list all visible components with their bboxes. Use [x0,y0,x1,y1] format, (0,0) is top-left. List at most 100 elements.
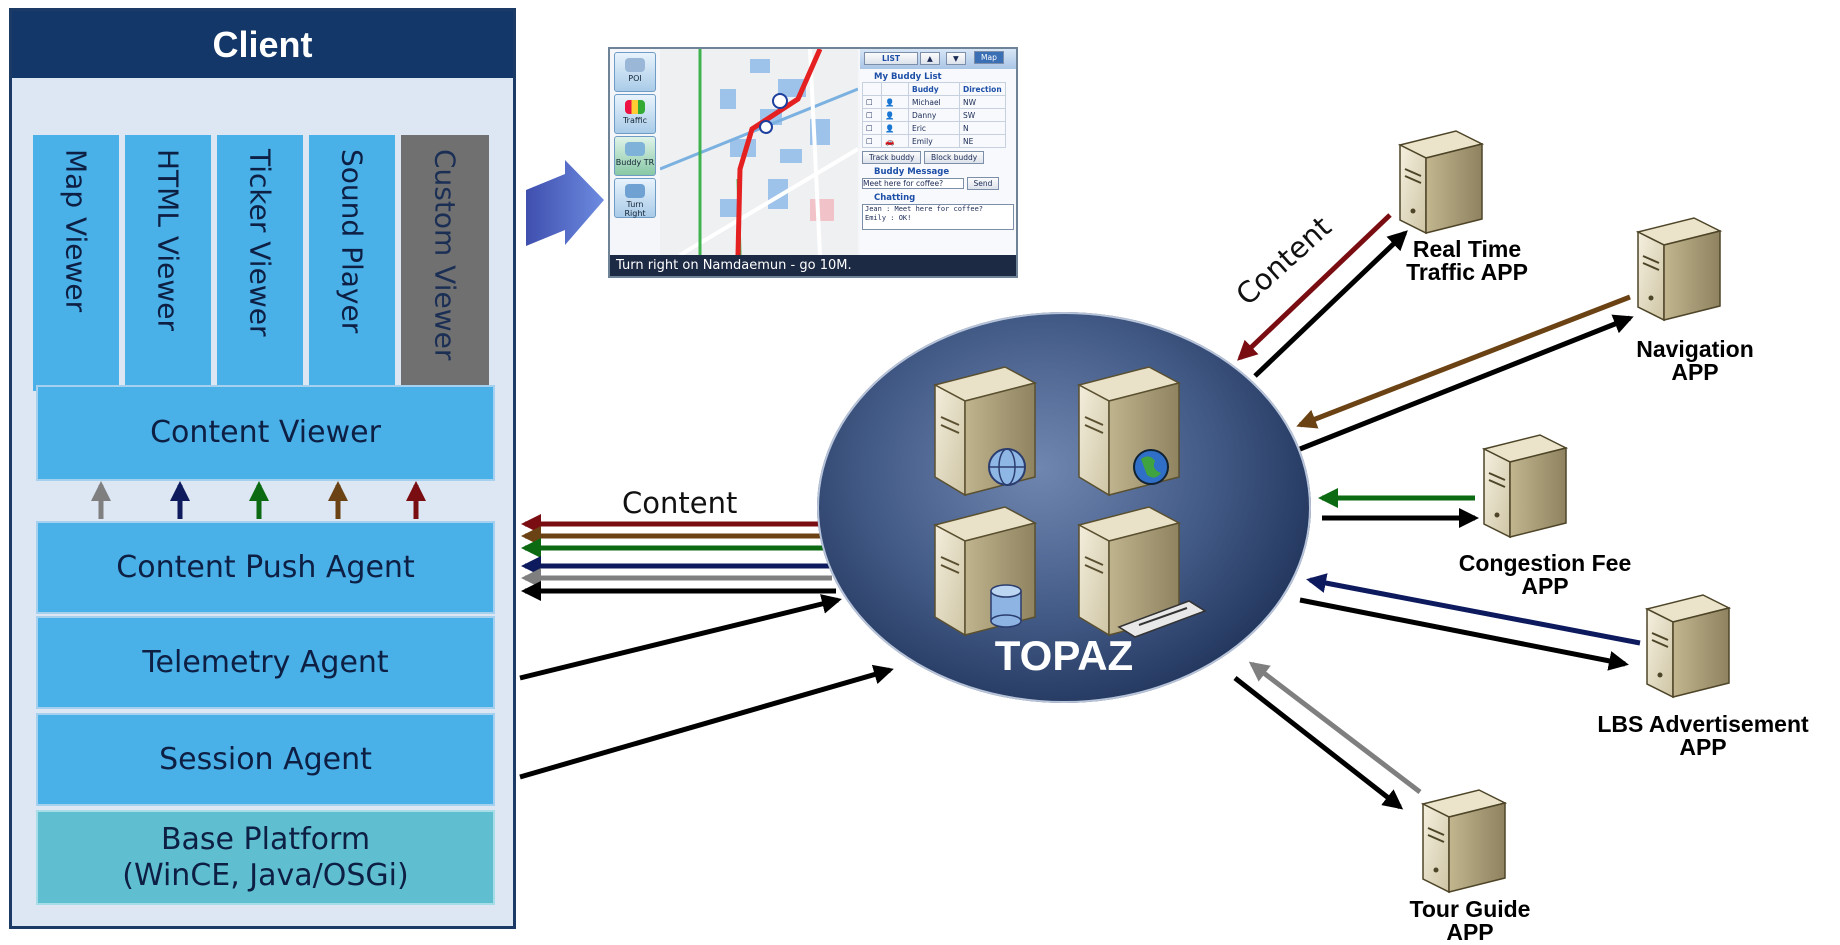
lbs-app-line1: LBS Advertisement [1597,711,1809,737]
list-button[interactable]: LIST [864,52,918,65]
buddy-icon [625,142,645,156]
lbs-app-line2: APP [1679,734,1727,760]
checkbox-icon[interactable]: ☐ [866,136,873,146]
traffic-content-arrow [1237,213,1392,361]
map-graphic [660,49,858,255]
send-button[interactable]: Send [966,177,1000,190]
custom-viewer-label: Custom Viewer [428,149,462,361]
map-view[interactable] [660,49,858,255]
map-viewer-block: Map Viewer [33,135,119,391]
session-arrow [519,664,894,780]
poi-label: POI [628,74,642,83]
turn-right-button[interactable]: Turn Right [614,178,656,218]
sound-player-block: Sound Player [309,135,395,391]
tour-app-line2: APP [1446,919,1494,945]
content-push-agent-label: Content Push Agent [116,550,415,585]
chat-line: Emily : OK! [865,214,912,222]
checkbox-icon[interactable]: ☐ [866,97,873,107]
down-arrow-icon[interactable]: ▼ [946,52,966,65]
client-panel: Client Map Viewer HTML Viewer Ticker Vie… [9,8,516,929]
sound-player-label: Sound Player [335,149,369,334]
base-platform-block: Base Platform (WinCE, Java/OSGi) [36,810,495,905]
buddy-direction: NE [959,134,1006,148]
buddy-message-heading: Buddy Message [874,167,950,177]
session-agent-label: Session Agent [159,742,372,777]
turn-right-label: Turn Right [624,200,646,218]
lbs-app-label: LBS Advertisement APP [1578,713,1828,759]
telemetry-agent-block: Telemetry Agent [36,616,495,709]
traffic-label: Traffic [622,116,648,125]
database-server-icon [932,506,1038,637]
ticker-viewer-label: Ticker Viewer [243,149,277,337]
col-direction: Direction [959,82,1006,96]
congestion-app-line1: Congestion Fee [1458,550,1632,576]
congestion-app-line2: APP [1521,573,1569,599]
topaz-servers-group [932,366,1207,638]
map-button[interactable]: Map [974,51,1004,64]
navigation-app-line1: Navigation [1636,336,1754,362]
navigation-app-label: Navigation APP [1610,338,1780,384]
buddy-name: Eric [908,121,960,135]
telemetry-arrow [519,594,842,681]
device-screenshot: POI Traffic Buddy TR Turn Right [608,47,1018,278]
congestion-app-label: Congestion Fee APP [1445,552,1645,598]
turn-right-icon [625,184,645,198]
my-buddy-list-heading: My Buddy List [874,72,942,82]
custom-viewer-block: Custom Viewer [401,135,489,391]
ticker-viewer-block: Ticker Viewer [217,135,303,391]
chat-line: Jean : Meet here for coffee? [865,205,984,213]
poi-icon [625,58,645,72]
navigation-app-line2: APP [1671,359,1719,385]
checkbox-icon[interactable]: ☐ [866,123,873,133]
client-title: Client [12,11,513,78]
screenshot-pointer-arrow [526,160,604,246]
content-label-left: Content [622,486,738,520]
buddy-name: Emily [908,134,960,148]
buddy-name: Danny [908,108,960,122]
col-buddy: Buddy [908,82,960,96]
lbs-content-arrow [1306,573,1641,646]
buddy-tr-button[interactable]: Buddy TR [614,136,656,176]
traffic-request-arrow [1253,230,1408,378]
web-server-icon [932,366,1038,497]
block-buddy-button[interactable]: Block buddy [924,151,985,164]
buddy-panel: LIST ▲ ▼ Map My Buddy List Buddy Directi… [860,49,1016,255]
track-buddy-button[interactable]: Track buddy [862,151,922,164]
checkbox-icon[interactable]: ☐ [866,110,873,120]
buddy-avatar-icon: 👤 [885,97,895,107]
content-push-agent-block: Content Push Agent [36,521,495,614]
tour-app-label: Tour Guide APP [1390,898,1550,944]
map-viewer-label: Map Viewer [59,149,93,313]
base-platform-os-label: (WinCE, Java/OSGi) [122,858,409,893]
up-arrow-icon[interactable]: ▲ [920,52,940,65]
tour-app-line1: Tour Guide [1409,896,1531,922]
car-icon: 🚗 [885,136,895,146]
buddy-direction: NW [959,95,1006,109]
tour-content-arrow [1248,661,1422,794]
html-viewer-label: HTML Viewer [151,149,185,331]
poi-button[interactable]: POI [614,52,656,92]
map-server-icon [1076,366,1182,497]
traffic-button[interactable]: Traffic [614,94,656,134]
chat-log[interactable]: Jean : Meet here for coffee? Emily : OK! [862,204,1014,230]
html-viewer-block: HTML Viewer [125,135,211,391]
lbs-request-arrow [1299,597,1629,671]
topaz-server-cloud: TOPAZ [817,312,1311,703]
message-select[interactable]: Meet here for coffee? [862,178,964,189]
traffic-app-line1: Real Time [1412,236,1522,262]
telemetry-agent-label: Telemetry Agent [142,645,389,680]
buddy-direction: N [959,121,1006,135]
traffic-app-line2: Traffic APP [1406,259,1528,285]
buddy-direction: SW [959,108,1006,122]
traffic-icon [625,100,645,114]
session-agent-block: Session Agent [36,713,495,806]
navigation-status-bar: Turn right on Namdaemun - go 10M. [610,255,1016,276]
gateway-server-icon [1076,506,1207,638]
buddy-name: Michael [908,95,960,109]
